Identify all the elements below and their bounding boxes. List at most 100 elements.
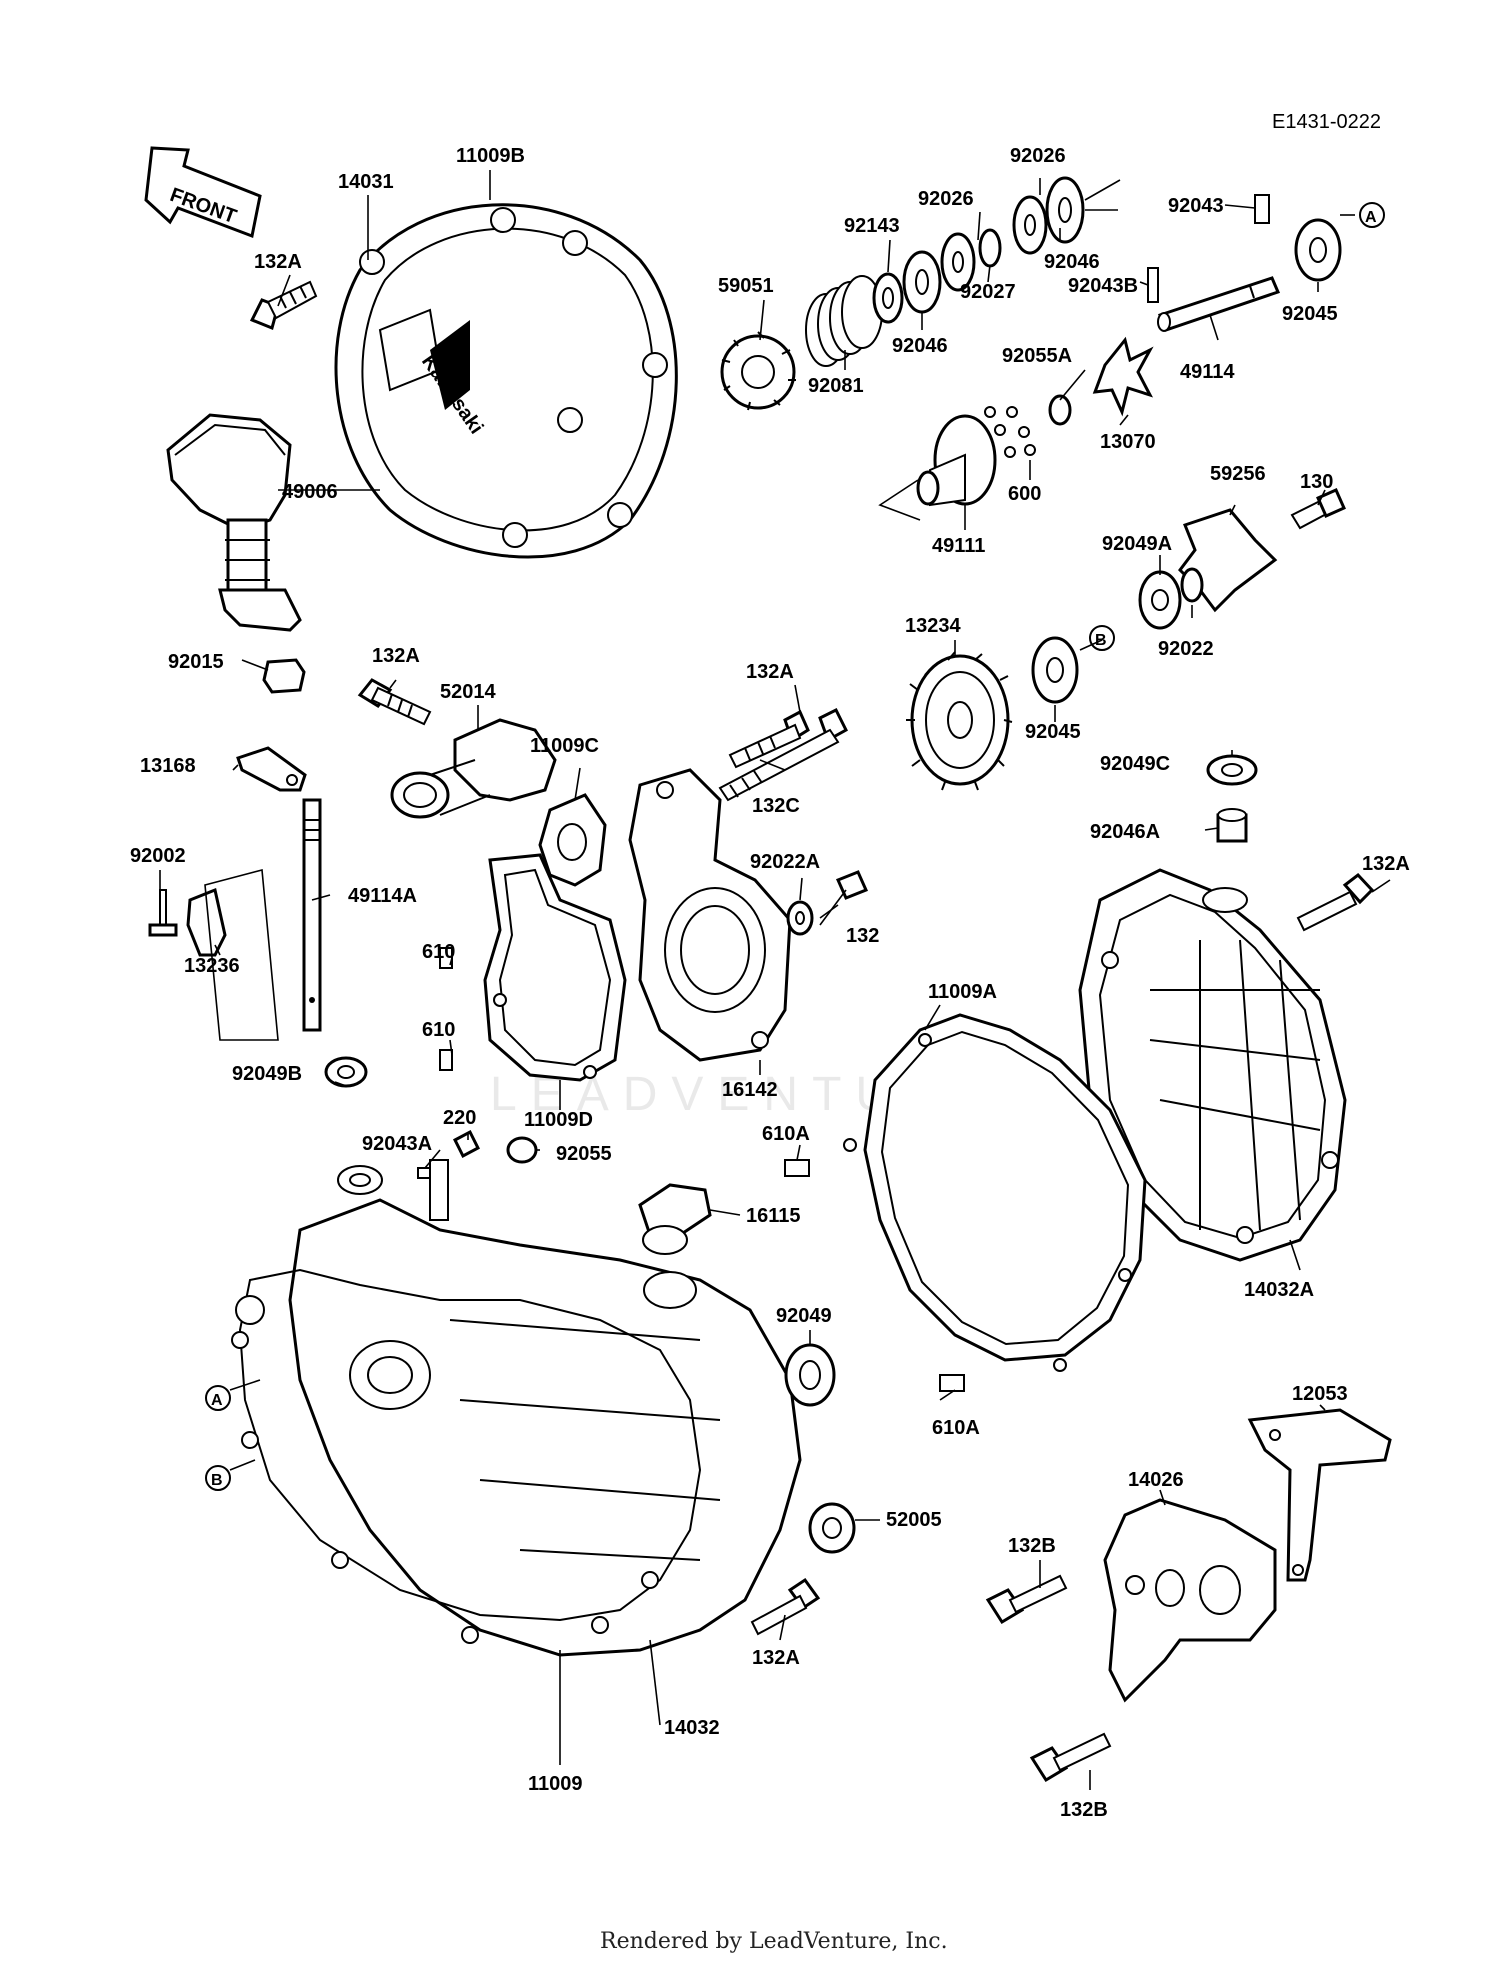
part-label: 11009 [528, 1773, 583, 1795]
part-label: 49111 [932, 535, 985, 557]
bolt-132A-5 [750, 1577, 821, 1636]
part-label: 610 [422, 1019, 455, 1041]
part-label: 49114 [1180, 361, 1235, 383]
plate-13236 [186, 887, 227, 957]
bolt-132C [718, 707, 848, 802]
part-label: 92049C [1100, 753, 1170, 775]
screw-220 [453, 1129, 480, 1159]
part-label: 92015 [168, 651, 224, 673]
gasket-11009 [231, 1268, 702, 1644]
part-label: 92046A [1090, 821, 1160, 843]
bracket-12053 [1247, 1408, 1392, 1582]
washer-92027 [978, 228, 1002, 268]
part-label: 49006 [282, 481, 338, 503]
washer-92022A [786, 900, 814, 936]
part-label: 92055 [556, 1143, 612, 1165]
bracket-13168 [236, 746, 307, 792]
bolt-132A-3 [728, 709, 810, 769]
part-label: 11009C [530, 735, 599, 757]
gasket-11009D [483, 853, 627, 1082]
part-label: 92002 [130, 845, 186, 867]
svg-text:B: B [1095, 632, 1107, 649]
part-label: 14026 [1128, 1469, 1184, 1491]
part-label: 132A [254, 251, 302, 273]
part-label: 11009D [524, 1109, 593, 1131]
ref-marker-a-top: A [1359, 202, 1385, 228]
part-label: 92049A [1102, 533, 1172, 555]
bolt-132A-2 [357, 678, 432, 726]
gasket-11009A [843, 1013, 1147, 1372]
ring-92055A [1048, 394, 1072, 426]
part-label: 220 [443, 1107, 476, 1129]
bolt-132A-4 [1296, 872, 1375, 932]
shaft-49114A [302, 798, 322, 1032]
part-label: 92046 [892, 335, 948, 357]
pump-body-16142 [628, 768, 792, 1062]
svg-text:A: A [211, 1392, 223, 1409]
seal-92049B [324, 1056, 368, 1088]
bearing-92046-a [902, 250, 942, 314]
part-label: 132A [746, 661, 794, 683]
pin-92043 [1254, 194, 1270, 224]
part-label: 132A [752, 1647, 800, 1669]
part-label: 11009A [928, 981, 997, 1003]
part-label: 16142 [722, 1079, 778, 1101]
part-label: 14031 [338, 171, 394, 193]
seal-92049C [1206, 754, 1258, 786]
bolt-132B-b [1029, 1732, 1112, 1783]
impeller-13070 [1092, 336, 1154, 417]
part-label: 49114A [348, 885, 417, 907]
part-label: 92049B [232, 1063, 302, 1085]
part-label: 13234 [905, 615, 961, 637]
part-labels: 11009B 14031 132A 49006 92015 92026 9202… [130, 145, 1410, 1821]
part-label: 59256 [1210, 463, 1266, 485]
part-label: 14032 [664, 1717, 720, 1739]
part-label: 59051 [718, 275, 774, 297]
part-label: 92027 [960, 281, 1016, 303]
governor-49111 [878, 414, 997, 521]
part-label: 13236 [184, 955, 240, 977]
part-label: 132B [1008, 1535, 1056, 1557]
impeller-59256 [1178, 508, 1278, 613]
bearing-92046-b [1045, 176, 1085, 244]
part-label: 132A [1362, 853, 1410, 875]
svg-text:B: B [211, 1472, 223, 1489]
washer-92143 [872, 272, 904, 324]
part-label: 16115 [746, 1205, 801, 1227]
bearing-92045-mid [1031, 636, 1079, 704]
part-label: 600 [1008, 483, 1041, 505]
bushing-52005 [808, 1502, 856, 1554]
spring-92081 [805, 275, 883, 367]
bearing-92045-top [1294, 218, 1342, 282]
oil-cap-16115 [638, 1183, 712, 1255]
part-label: 92045 [1025, 721, 1081, 743]
seal-92049 [784, 1343, 836, 1407]
dowel-610A-a [784, 1159, 810, 1177]
part-label: 92046 [1044, 251, 1100, 273]
gear-13234 [906, 651, 1013, 791]
cover-14032A [1078, 868, 1347, 1262]
part-label: 610A [762, 1123, 810, 1145]
fitting-52014 [390, 718, 557, 819]
clutch-cover-14031: Kawasaki [334, 203, 678, 559]
crankcase-cover-14032 [288, 1159, 802, 1657]
washer-92026-a [940, 232, 976, 292]
part-label: 132C [752, 795, 800, 817]
balls-600 [984, 406, 1036, 458]
part-label: 132A [372, 645, 420, 667]
front-arrow-icon [144, 146, 262, 239]
part-label: 610A [932, 1417, 980, 1439]
diagram-code: E1431-0222 [1272, 111, 1381, 133]
oring-92055 [506, 1136, 538, 1164]
part-label: 13070 [1100, 431, 1156, 453]
part-label: 92022A [750, 851, 820, 873]
bearing-92046A [1216, 808, 1248, 843]
part-label: 12053 [1292, 1383, 1348, 1405]
nut-92015 [262, 658, 306, 694]
washer-92026-b [1012, 195, 1048, 255]
dowel-610-b [439, 1049, 453, 1071]
bolt-130 [1290, 488, 1346, 530]
part-label: 92081 [808, 375, 864, 397]
seal-92049A [1138, 570, 1182, 630]
